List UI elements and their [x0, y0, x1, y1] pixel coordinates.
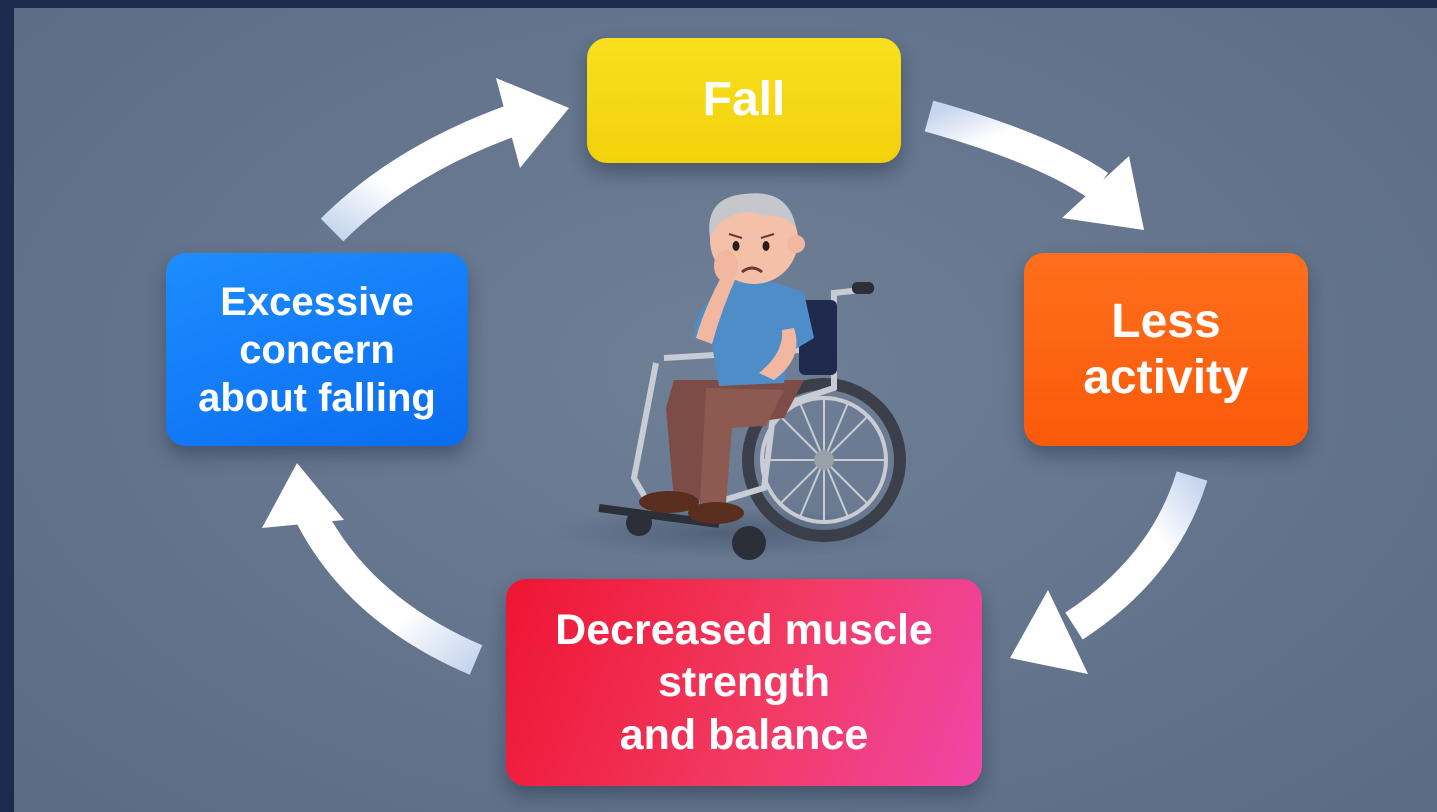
node-fall: Fall [587, 38, 901, 163]
node-excessive-concern: Excessive concern about falling [166, 253, 468, 446]
node-decreased-strength-label: Decreased muscle strength and balance [555, 605, 933, 759]
node-fall-label: Fall [702, 73, 786, 127]
cycle-arrows [262, 78, 1208, 675]
arrow-less-activity-to-decreased [1010, 471, 1208, 674]
elderly-person-in-wheelchair-illustration [549, 193, 909, 560]
node-less-activity-label: Less activity [1083, 295, 1249, 404]
node-excessive-concern-label: Excessive concern about falling [198, 279, 436, 420]
diagram-panel: Fall Less activity Decreased muscle stre… [14, 8, 1437, 812]
node-decreased-strength: Decreased muscle strength and balance [506, 579, 982, 786]
arrow-fall-to-less-activity [924, 100, 1144, 230]
node-less-activity: Less activity [1024, 253, 1308, 446]
arrow-decreased-to-concern [262, 463, 483, 675]
arrow-concern-to-fall [320, 78, 569, 242]
